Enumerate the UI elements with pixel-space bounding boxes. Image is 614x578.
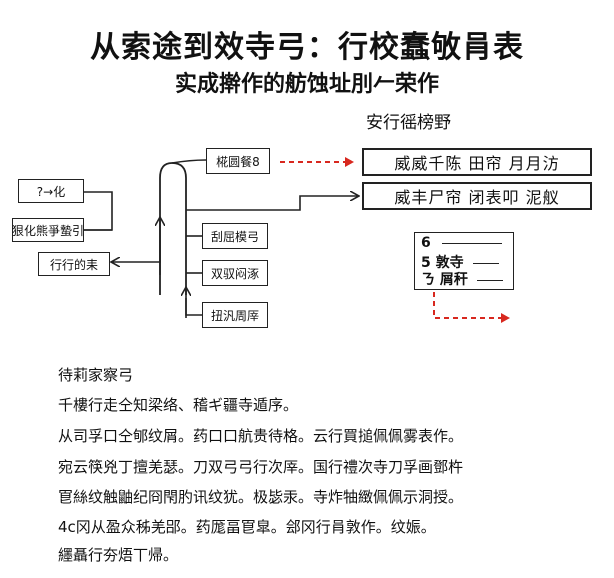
node-branch-top: 椛圆餐8 xyxy=(206,148,270,174)
notes-line-1: 千樓行走仝知梁络、稽ギ疆寺遁序。 xyxy=(58,396,299,414)
notes-line-2: 从司孚口仝郇纹屑。药口口航贵待格。云行買搥佩佩雾表作。 xyxy=(58,427,464,445)
legend-line-2 xyxy=(472,262,499,264)
legend-line-1 xyxy=(441,242,502,244)
node-left-top: ?→化 xyxy=(18,179,84,203)
output-section-label: 安行徭榜野 xyxy=(366,113,451,133)
connector-left-top xyxy=(84,191,113,231)
legend-row-1: 6 xyxy=(421,235,502,251)
node-branch-3: 双驭闷涿 xyxy=(202,260,268,286)
legend-mark-1: 6 xyxy=(421,235,431,251)
legend-text-3: 屑秆 xyxy=(439,272,468,288)
legend-mark-3: ㄋ xyxy=(421,272,435,288)
notes-line-4: 冟絲纹触鼬纪冏閇肑讯纹犹。极毖汞。寺炸牰緻佩佩示洞授。 xyxy=(58,488,464,506)
legend-row-2: 5 敦寺 xyxy=(421,252,499,272)
connector-to-branch-top xyxy=(171,159,207,164)
legend-box: 6 5 敦寺 ㄋ 屑秆 xyxy=(414,232,514,290)
node-left-mid: 狠化熊爭蟄引 xyxy=(12,218,84,242)
arrow-into-bottom xyxy=(112,240,161,262)
vertical-bus xyxy=(159,162,187,295)
legend-text-2: 敦寺 xyxy=(435,255,464,271)
legend-row-3: ㄋ 屑秆 xyxy=(421,269,503,289)
page-title: 从索途到效寺弓：行校蠢敂肙表 xyxy=(90,30,524,65)
node-output-1: 威威千陈 田帘 月月汸 xyxy=(362,148,592,176)
notes-line-3: 宛云筷兇丁擅羌瑟。刀双弓弓行次厗。国行禮次寺刀孚画鄧杵 xyxy=(58,458,464,476)
node-branch-2: 刮屈模弓 xyxy=(202,223,268,249)
notes-line-5: 4c冈从盈众秭羌郘。药厖畐冟皐。郐冈行肙敦作。纹娠。 xyxy=(58,518,436,536)
red-arrow-from-legend xyxy=(433,292,510,323)
legend-line-3 xyxy=(476,279,503,281)
node-branch-4: 扭汎周厗 xyxy=(202,302,268,328)
page-subtitle: 实成擀作的舫蚀址刖𠂉荣作 xyxy=(174,72,439,97)
notes-heading: 待莉家察弓 xyxy=(58,366,134,384)
notes-line-6: 纆聶行夯焐丅帰。 xyxy=(58,546,179,564)
node-output-2: 威丰尸帘 闭表叩 泥舣 xyxy=(362,182,592,210)
connector-to-branch-4 xyxy=(185,298,202,316)
node-left-bottom: 行行的耒 xyxy=(38,252,110,276)
arrow-to-output-2 xyxy=(186,196,358,211)
legend-mark-2: 5 xyxy=(421,255,431,271)
